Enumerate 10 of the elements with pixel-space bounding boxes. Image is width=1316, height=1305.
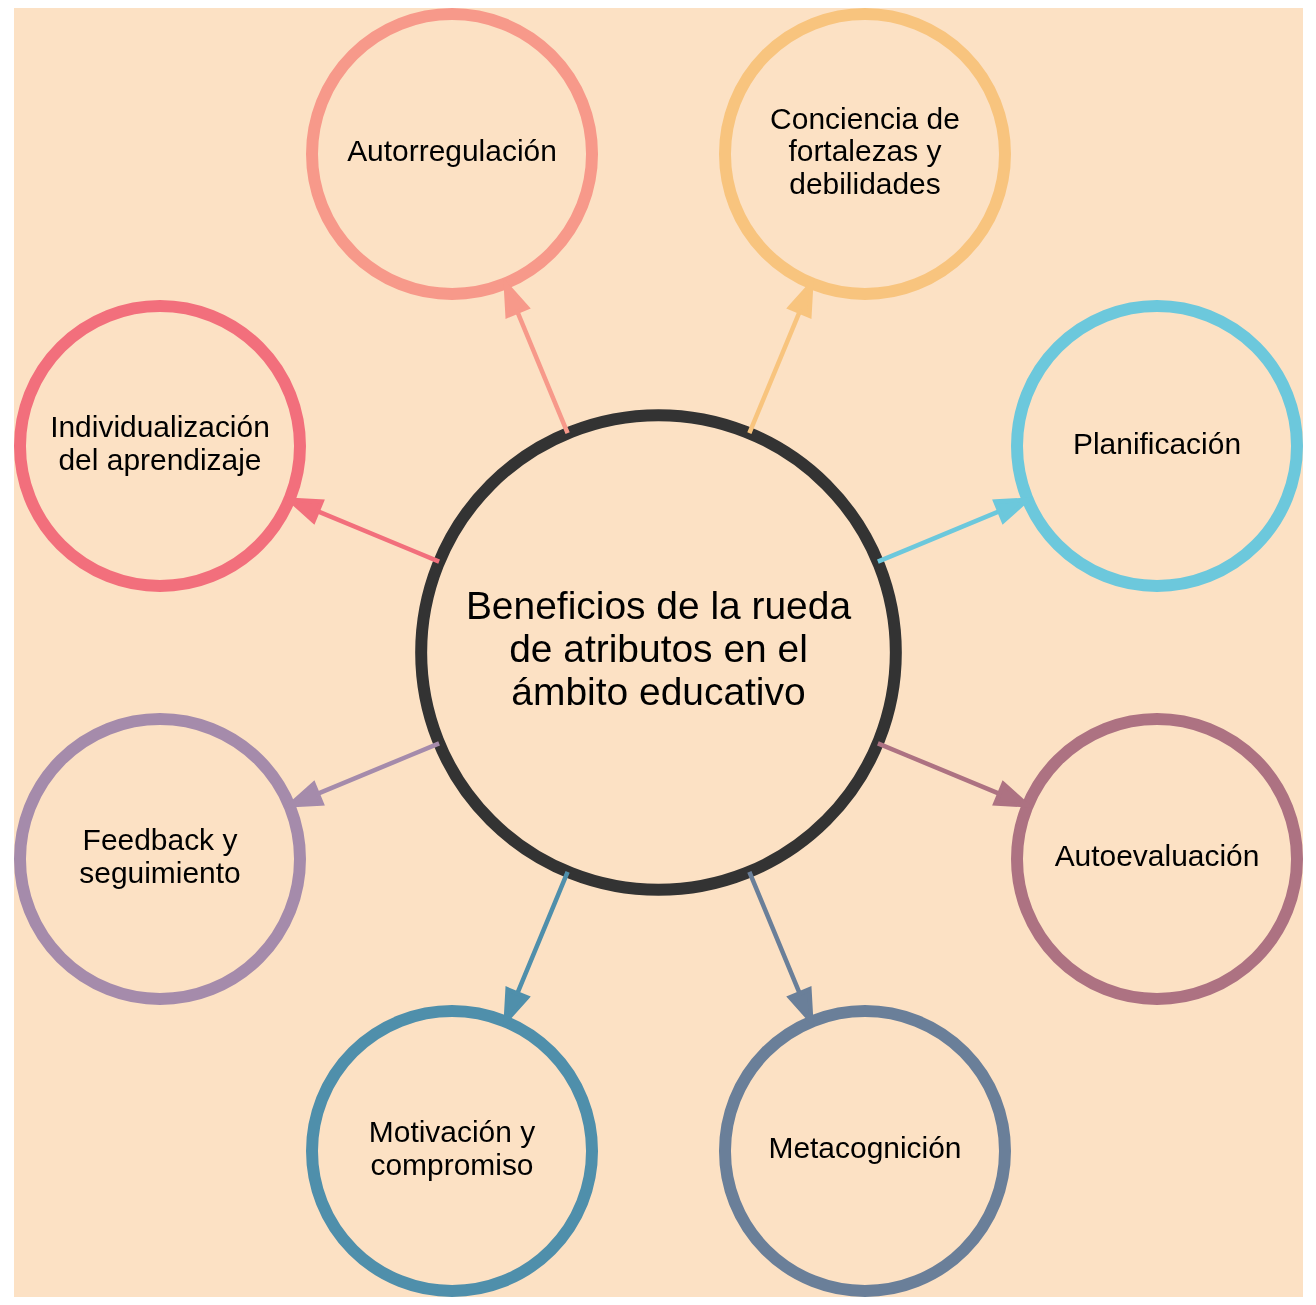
node-circle: Conciencia de fortalezas y debilidades <box>718 8 1011 300</box>
node-circle: Feedback y seguimiento <box>13 713 306 1005</box>
node-circle: Autoevaluación <box>1010 713 1303 1005</box>
node-circle: Motivación y compromiso <box>305 1005 598 1297</box>
node-circle: Autorregulación <box>305 8 598 300</box>
node-circle: Individualización del aprendizaje <box>13 300 306 592</box>
node-circle: Metacognición <box>718 1005 1011 1297</box>
arrow <box>876 497 1033 564</box>
node-circle: Planificación <box>1010 300 1303 592</box>
node-circle: Beneficios de la rueda de atributos en el ámbito educativo <box>414 409 902 896</box>
